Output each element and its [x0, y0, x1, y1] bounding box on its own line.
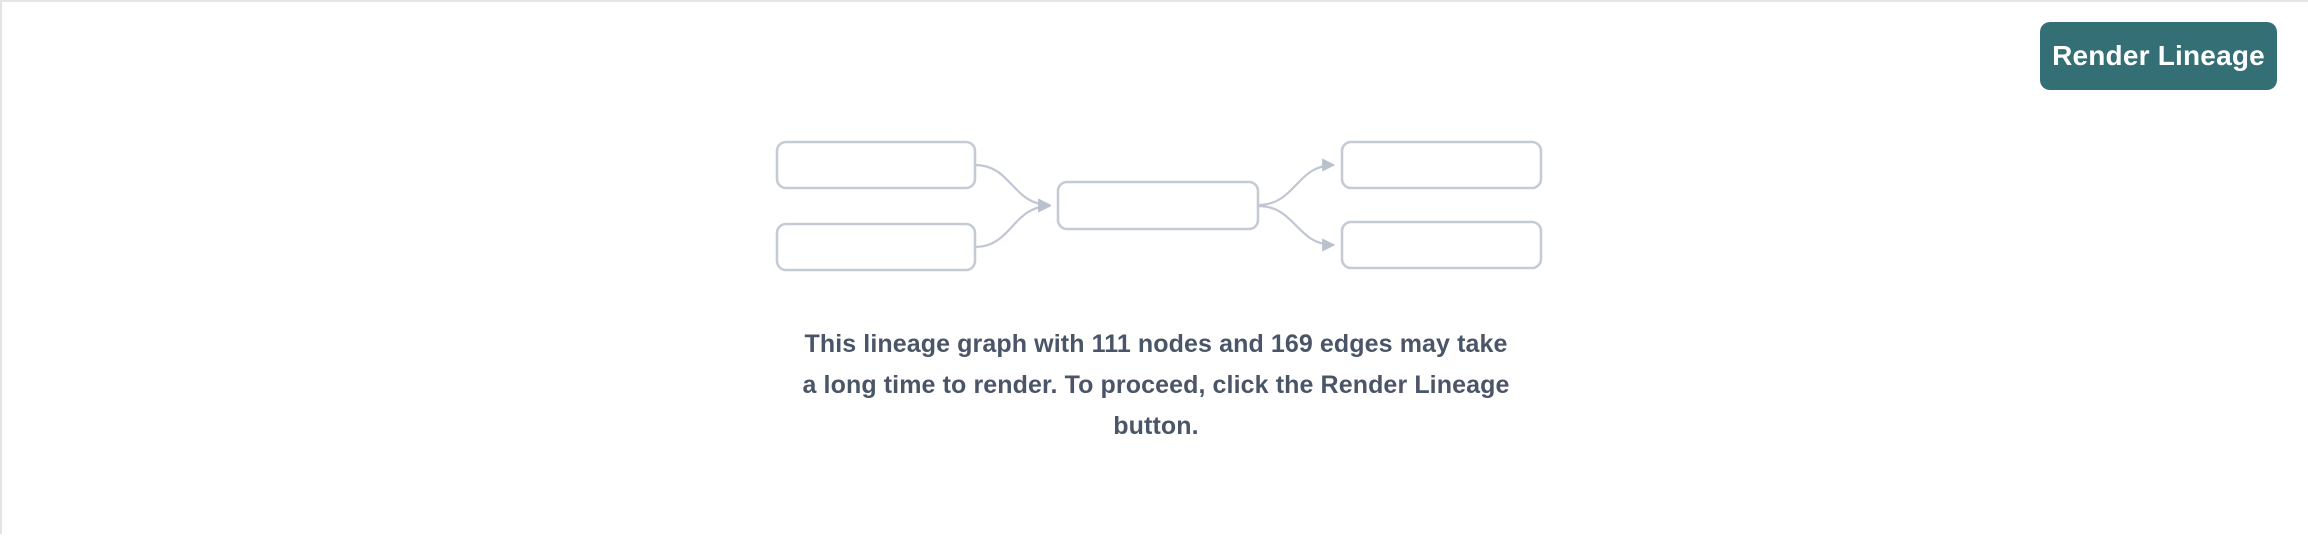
lineage-node-right-bottom — [1340, 220, 1543, 270]
lineage-placeholder-graph — [762, 127, 1562, 287]
empty-state-message-line-2: a long time to render. To proceed, click… — [802, 371, 1510, 399]
empty-state-message: This lineage graph with 111 nodes and 16… — [756, 324, 1556, 447]
empty-state-message-line-3: button. — [1113, 412, 1199, 440]
lineage-node-center — [1056, 180, 1260, 231]
empty-state-message-line-1: This lineage graph with 111 nodes and 16… — [804, 330, 1508, 358]
lineage-node-left-top — [775, 140, 977, 190]
lineage-edge-center-to-right-bottom — [1257, 204, 1336, 252]
lineage-placeholder-svg — [775, 140, 1543, 272]
lineage-node-left-bottom — [775, 222, 977, 272]
lineage-node-right-top — [1340, 140, 1543, 190]
render-lineage-button-label: Render Lineage — [2052, 40, 2265, 71]
lineage-edge-left-bottom-to-center — [974, 199, 1052, 249]
lineage-edge-left-top-to-center — [974, 163, 1052, 212]
lineage-edge-center-to-right-top — [1257, 158, 1336, 207]
render-lineage-button[interactable]: Render Lineage — [2040, 22, 2277, 90]
lineage-edges-group — [974, 158, 1336, 252]
lineage-nodes-group — [775, 140, 1543, 272]
